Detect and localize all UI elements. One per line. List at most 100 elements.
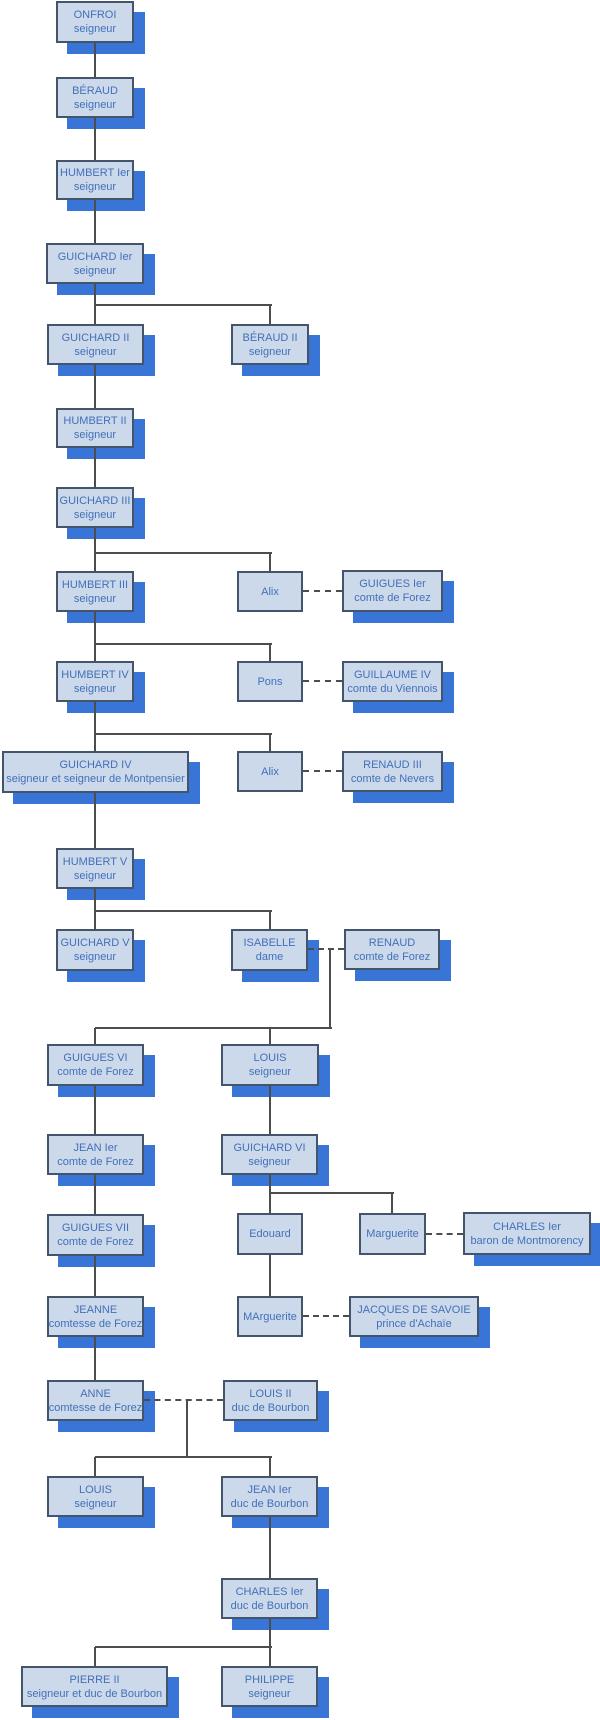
node-person-name: JACQUES DE SAVOIE: [357, 1303, 471, 1316]
connector-line-vertical: [94, 43, 96, 77]
node-person-name: LOUIS: [78, 1483, 112, 1496]
node-person-name: RENAUD: [368, 936, 416, 949]
node-person-title: seigneur: [74, 345, 117, 358]
connector-line-vertical: [94, 1337, 96, 1380]
node-person-name: RENAUD III: [363, 758, 422, 771]
connector-line-vertical: [94, 612, 96, 661]
node-person-name: JEAN Ier: [73, 1141, 118, 1154]
tree-node-marguerite: Marguerite: [359, 1213, 426, 1255]
marriage-dashed-line: [303, 1315, 349, 1317]
connector-line-horizontal: [95, 552, 272, 554]
node-person-name: Edouard: [249, 1228, 291, 1240]
node-person-name: GUICHARD IV: [59, 759, 132, 771]
node-person-name: GUIGUES VII: [61, 1222, 130, 1234]
marriage-dashed-line: [426, 1233, 463, 1235]
node-person-title: seigneur: [248, 1155, 291, 1168]
node-card: Alix: [237, 751, 303, 792]
node-person-name: GUICHARD V: [60, 937, 130, 949]
node-person-title: comtesse de Forez: [48, 1317, 143, 1330]
node-person-title: comtesse de Forez: [48, 1401, 143, 1414]
node-person-title: comte de Forez: [354, 592, 431, 604]
connector-line-vertical: [269, 734, 271, 751]
tree-node-pons: Pons: [237, 661, 303, 702]
node-person-name: GUILLAUME IV: [353, 668, 432, 681]
connector-line-vertical: [94, 365, 96, 408]
connector-line-vertical: [186, 1400, 188, 1457]
connector-line-vertical: [269, 305, 271, 324]
node-person-name: BÉRAUD II: [242, 331, 298, 344]
node-person-name: Alix: [261, 765, 279, 778]
node-person-title: comte de Forez: [57, 1155, 134, 1168]
connector-line-vertical: [94, 1175, 96, 1214]
node-person-name: HUMBERT Ier: [60, 167, 130, 179]
node-person-title: comte de Forez: [57, 1066, 134, 1078]
node-person-name: HUMBERT III: [61, 578, 129, 591]
node-person-name: ANNE: [80, 1387, 111, 1400]
connector-line-vertical: [94, 118, 96, 160]
marriage-dashed-line: [303, 680, 342, 682]
connector-line-vertical: [269, 1175, 271, 1213]
node-card: MArguerite: [237, 1296, 303, 1337]
node-person-name: ISABELLE: [243, 937, 296, 949]
node-person-name: JEANNE: [73, 1303, 118, 1316]
node-person-title: seigneur: [248, 1687, 291, 1700]
node-person-title: seigneur: [248, 1066, 292, 1078]
node-person-name: Marguerite: [366, 1228, 419, 1240]
connector-line-vertical: [94, 1457, 96, 1476]
tree-node-isabelle: ISABELLE dame: [231, 929, 319, 982]
node-card: ISABELLE dame: [231, 929, 308, 971]
connector-line-vertical: [269, 644, 271, 661]
node-person-name: HUMBERT IV: [61, 668, 129, 681]
node-person-name: GUICHARD II: [61, 331, 130, 344]
marriage-dashed-line: [144, 1399, 223, 1401]
node-person-title: seigneur: [74, 1497, 117, 1510]
tree-node-alix-2: Alix: [237, 751, 303, 792]
node-person-name: JEAN Ier: [247, 1483, 292, 1496]
node-person-title: seigneur et seigneur de Montpensier: [6, 773, 185, 785]
connector-line-vertical: [94, 793, 96, 848]
node-person-title: dame: [255, 951, 284, 963]
node-person-name: PHILIPPE: [244, 1673, 295, 1686]
node-person-name: ONFROI: [73, 9, 117, 21]
tree-node-guigues-7: GUIGUES VII comte de Forez: [47, 1214, 155, 1267]
node-card: Pons: [237, 661, 303, 702]
node-person-title: duc de Bourbon: [230, 1497, 309, 1510]
node-person-title: seigneur: [73, 869, 117, 882]
connector-line-vertical: [269, 911, 271, 929]
tree-node-marguerite-2: MArguerite: [237, 1296, 303, 1337]
node-person-title: prince d'Achaïe: [376, 1317, 452, 1330]
node-person-title: comte de Forez: [57, 1236, 134, 1248]
node-person-name: CHARLES Ier: [493, 1220, 561, 1233]
node-person-name: GUICHARD III: [59, 494, 131, 507]
